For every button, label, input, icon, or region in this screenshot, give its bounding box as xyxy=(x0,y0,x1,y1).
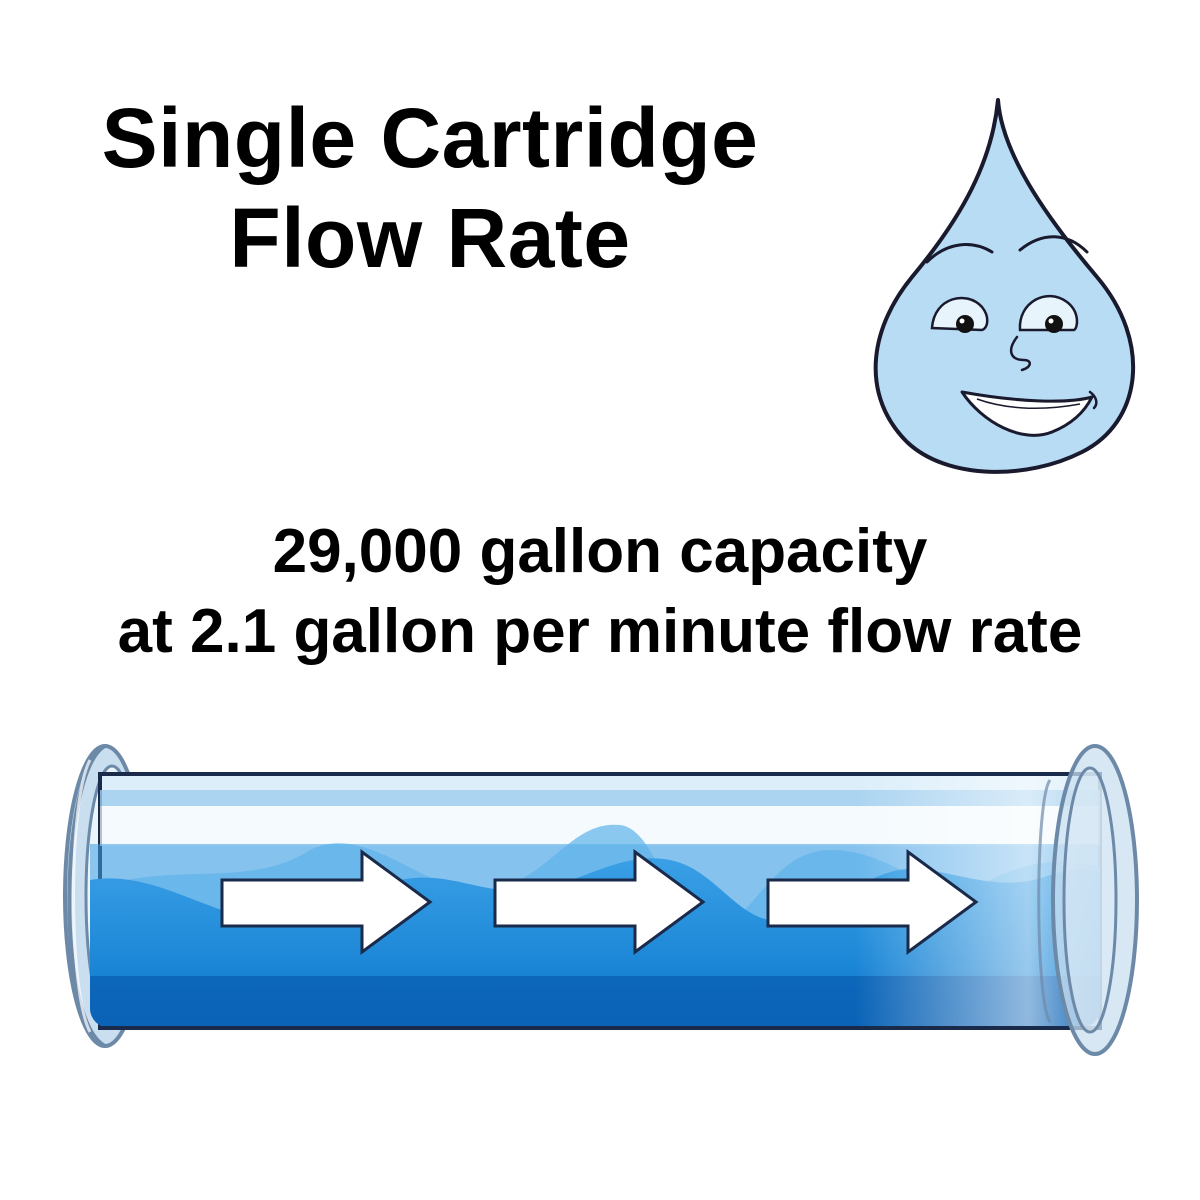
right-pupil xyxy=(1045,315,1063,333)
left-eye-glint xyxy=(959,318,965,324)
left-eyebrow xyxy=(925,243,994,264)
page-title: Single Cartridge Flow Rate xyxy=(30,88,830,288)
cheek-line xyxy=(1088,390,1098,410)
left-pupil xyxy=(956,315,974,333)
pipe-right-opening xyxy=(1062,766,1118,1034)
flow-arrow-2 xyxy=(493,849,706,955)
capacity-spec: 29,000 gallon capacity at 2.1 gallon per… xyxy=(0,512,1200,672)
flow-arrow-1 xyxy=(220,849,433,955)
flow-arrow-3 xyxy=(766,849,979,955)
right-eyebrow xyxy=(1018,235,1089,254)
title-line-2: Flow Rate xyxy=(229,191,631,285)
flow-rate-line: at 2.1 gallon per minute flow rate xyxy=(117,597,1083,666)
right-eye-glint xyxy=(1048,318,1054,324)
water-pipe-illustration xyxy=(63,744,1139,1056)
smiling-water-drop-icon xyxy=(873,98,1136,474)
capacity-line: 29,000 gallon capacity xyxy=(272,517,928,586)
drop-body xyxy=(873,98,1136,474)
teeth-line xyxy=(976,398,1081,410)
right-eye-white xyxy=(1018,294,1079,332)
nose xyxy=(1009,335,1031,372)
smiling-mouth xyxy=(960,390,1094,437)
title-line-1: Single Cartridge xyxy=(101,91,759,185)
